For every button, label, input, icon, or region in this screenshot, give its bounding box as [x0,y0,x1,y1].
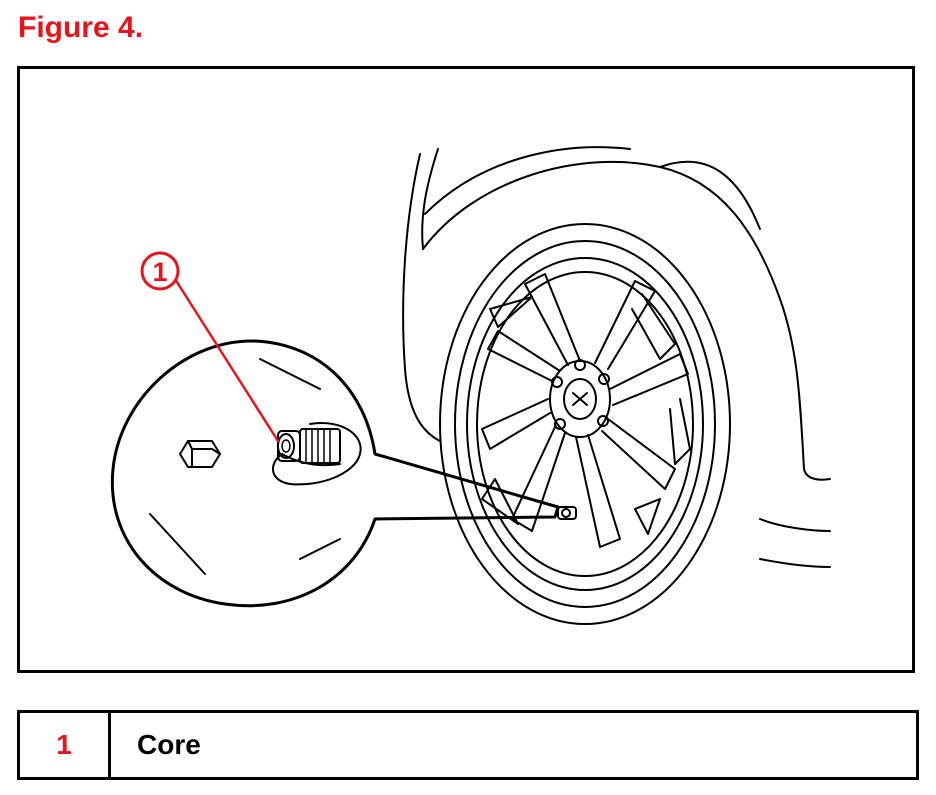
valve-stem-magnifier [110,339,560,608]
legend-table: 1 Core [17,710,919,780]
tire-wheel-drawing [439,223,731,625]
callout-1 [140,251,280,443]
callout-1-number: 1 [152,257,167,287]
figure-frame: 1 [17,66,915,673]
illustration-canvas: 1 [110,146,831,625]
fender-arch [402,146,831,568]
figure-title: Figure 4. [18,11,144,44]
legend-row-label: Core [137,729,201,760]
valve-cap-hex [179,440,221,468]
legend-row-number: 1 [20,713,111,777]
